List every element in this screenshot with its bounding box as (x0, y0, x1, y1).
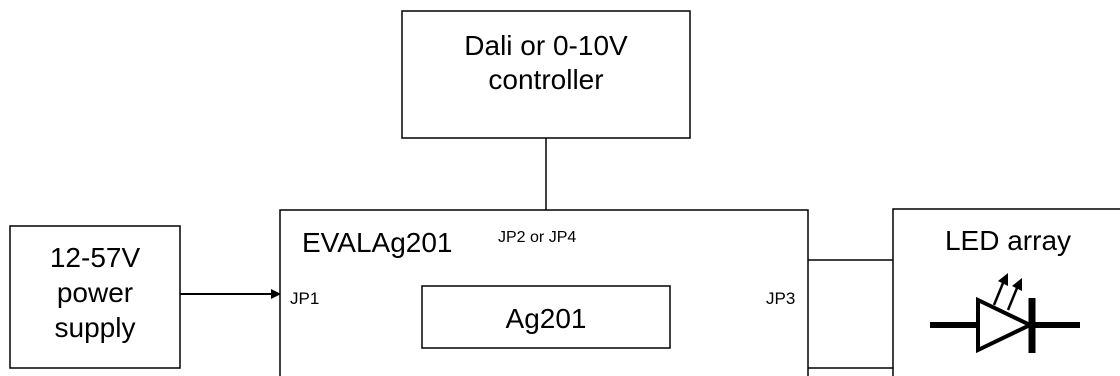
controller-label-line2: controller (488, 64, 603, 95)
chip-label: Ag201 (506, 303, 587, 334)
jp-left-label: JP1 (290, 289, 319, 308)
jp-top-label: JP2 or JP4 (498, 229, 576, 246)
led-diode-icon (930, 273, 1080, 354)
led-array-title: LED array (945, 225, 1071, 256)
power-label-line2: power (57, 277, 133, 308)
controller-label-line1: Dali or 0-10V (464, 30, 628, 61)
board-title: EVALAg201 (302, 227, 453, 258)
chip-block: Ag201 (421, 285, 671, 349)
led-array-block: LED array (892, 208, 1120, 376)
jp-right-label: JP3 (766, 289, 795, 308)
power-supply-block: 12-57V power supply (9, 225, 181, 369)
controller-block: Dali or 0-10V controller (401, 10, 691, 139)
power-label-line3: supply (55, 312, 136, 343)
power-label-line1: 12-57V (50, 242, 141, 273)
